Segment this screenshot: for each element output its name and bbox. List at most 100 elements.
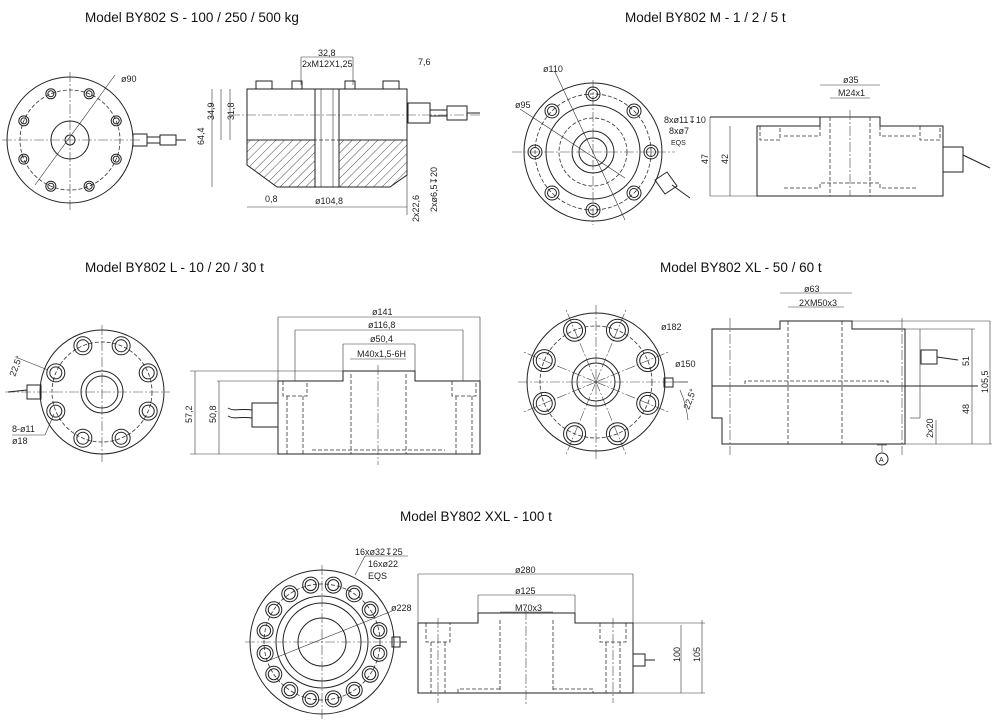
bolt-hole (304, 692, 317, 705)
bolt-hole (345, 585, 363, 603)
bolt-hole (324, 690, 342, 708)
bolt-hole (544, 185, 560, 201)
dim-label: 2x20 (925, 418, 935, 438)
bolt-hole (111, 428, 131, 448)
bolt-hole (588, 205, 598, 215)
dim-label: ø141 (372, 307, 393, 317)
bolt-hole (629, 188, 640, 199)
bolt-hole (563, 422, 587, 446)
bolt-hole (566, 321, 584, 339)
bolt-hole (281, 585, 299, 603)
bolt-hole (372, 647, 385, 660)
model-l-side-view: ø141 ø116,8 ø50,4 M40x1,5-6H 57,2 50,8 (184, 307, 481, 465)
bolt-hole (49, 404, 63, 418)
bolt-hole (20, 117, 28, 125)
dim-label: 7,6 (418, 57, 431, 67)
model-xxl-drawing: Model BY802 XXL - 100 t 16xø32↧25 16xø22… (245, 509, 705, 720)
bolt-hole (585, 86, 601, 102)
dim-label: 100 (672, 647, 682, 662)
model-xl-drawing: Model BY802 XL - 50 / 60 t ø182 ø150 22,… (518, 260, 992, 466)
bolt-hole (18, 153, 30, 165)
bolt-hole (643, 144, 659, 160)
bolt-hole (345, 681, 363, 699)
bolt-hole (283, 587, 296, 600)
bolt-hole (605, 422, 629, 446)
dim-label: 51 (961, 356, 971, 366)
model-xl-title: Model BY802 XL - 50 / 60 t (660, 260, 822, 275)
center-line (523, 351, 597, 383)
model-xxl-top-view: 16xø32↧25 16xø22 EQS ø228 (245, 547, 412, 720)
bolt-hole (138, 363, 158, 383)
bolt-hole (111, 336, 131, 356)
center-line (523, 381, 597, 413)
dim-label: 50,8 (208, 405, 218, 423)
bolt-hole (566, 425, 584, 443)
dim-label: 31,8 (226, 102, 236, 120)
bolt-hole (45, 180, 57, 192)
bolt-hole (585, 202, 601, 218)
dim-label: M24x1 (838, 88, 865, 98)
bolt-hole (361, 665, 379, 683)
bolt-hole (530, 147, 540, 157)
bolt-hole (265, 601, 283, 619)
bolt-hole (256, 622, 274, 640)
dim-label: ø50,4 (370, 334, 393, 344)
dim-label: EQS (368, 571, 387, 581)
bolt-hole (259, 647, 272, 660)
bolt-hole (256, 644, 274, 662)
bolt-hole (546, 188, 557, 199)
bolt-hole (138, 401, 158, 421)
bolt-hole (46, 363, 66, 383)
bolt-hole (636, 349, 660, 373)
bolt-hole (588, 89, 598, 99)
model-m-title: Model BY802 M - 1 / 2 / 5 t (625, 10, 786, 25)
dim-label: 105 (692, 647, 702, 662)
dim-label: ø182 (661, 322, 682, 332)
center-line (565, 309, 597, 383)
dim-label: 48 (961, 404, 971, 414)
dim-label: 16xø32↧25 (355, 547, 403, 557)
model-m-top-view: ø110 ø95 8xø11↧10 8xø7 EQS (512, 64, 706, 225)
bolt-hole (83, 88, 95, 100)
dim-label: 105,5 (980, 370, 990, 393)
dim-label: 22,5° (7, 354, 24, 378)
model-xxl-side-view: ø280 ø125 M70x3 100 105 (417, 565, 705, 705)
bolt-hole (46, 401, 66, 421)
dim-label: 2x22,6 (411, 195, 421, 222)
bolt-hole (267, 603, 280, 616)
bolt-hole (281, 681, 299, 699)
bolt-hole (626, 103, 642, 119)
bolt-hole (544, 103, 560, 119)
dim-label: 2XM50x3 (799, 298, 837, 308)
dim-label: ø90 (121, 74, 137, 84)
bolt-hole (83, 180, 95, 192)
dim-label: ø95 (515, 100, 531, 110)
bolt-hole (639, 394, 657, 412)
bolt-hole (76, 339, 90, 353)
dim-label: M70x3 (515, 603, 542, 613)
bolt-hole (535, 352, 553, 370)
dim-label: 34,9 (206, 102, 216, 120)
bolt-hole (110, 153, 122, 165)
bolt-hole (324, 576, 342, 594)
center-line (595, 381, 669, 413)
model-m-drawing: Model BY802 M - 1 / 2 / 5 t ø110 ø95 8xø… (512, 10, 991, 225)
bolt-hole (141, 404, 155, 418)
bolt-hole (636, 391, 660, 415)
bolt-hole (265, 665, 283, 683)
bolt-hole (646, 147, 656, 157)
dim-label: 32,8 (318, 48, 336, 58)
model-l-title: Model BY802 L - 10 / 20 / 30 t (85, 260, 264, 275)
model-xl-side-view: ø63 2XM50x3 51 105,5 48 2x20 A (711, 284, 992, 466)
model-s-top-view: ø90 (2, 72, 186, 210)
dim-label: ø125 (515, 586, 536, 596)
dim-label: 0,8 (265, 194, 278, 204)
dim-label: 8xø11↧10 (664, 115, 706, 125)
model-s-title: Model BY802 S - 100 / 250 / 500 kg (85, 10, 299, 25)
dim-label: EQS (671, 140, 686, 147)
bolt-hole (527, 144, 543, 160)
dim-label: 22,5° (681, 387, 698, 411)
model-xl-top-view: ø182 ø150 22,5° (518, 305, 698, 460)
bolt-hole (348, 587, 361, 600)
model-xxl-title: Model BY802 XXL - 100 t (400, 509, 552, 524)
